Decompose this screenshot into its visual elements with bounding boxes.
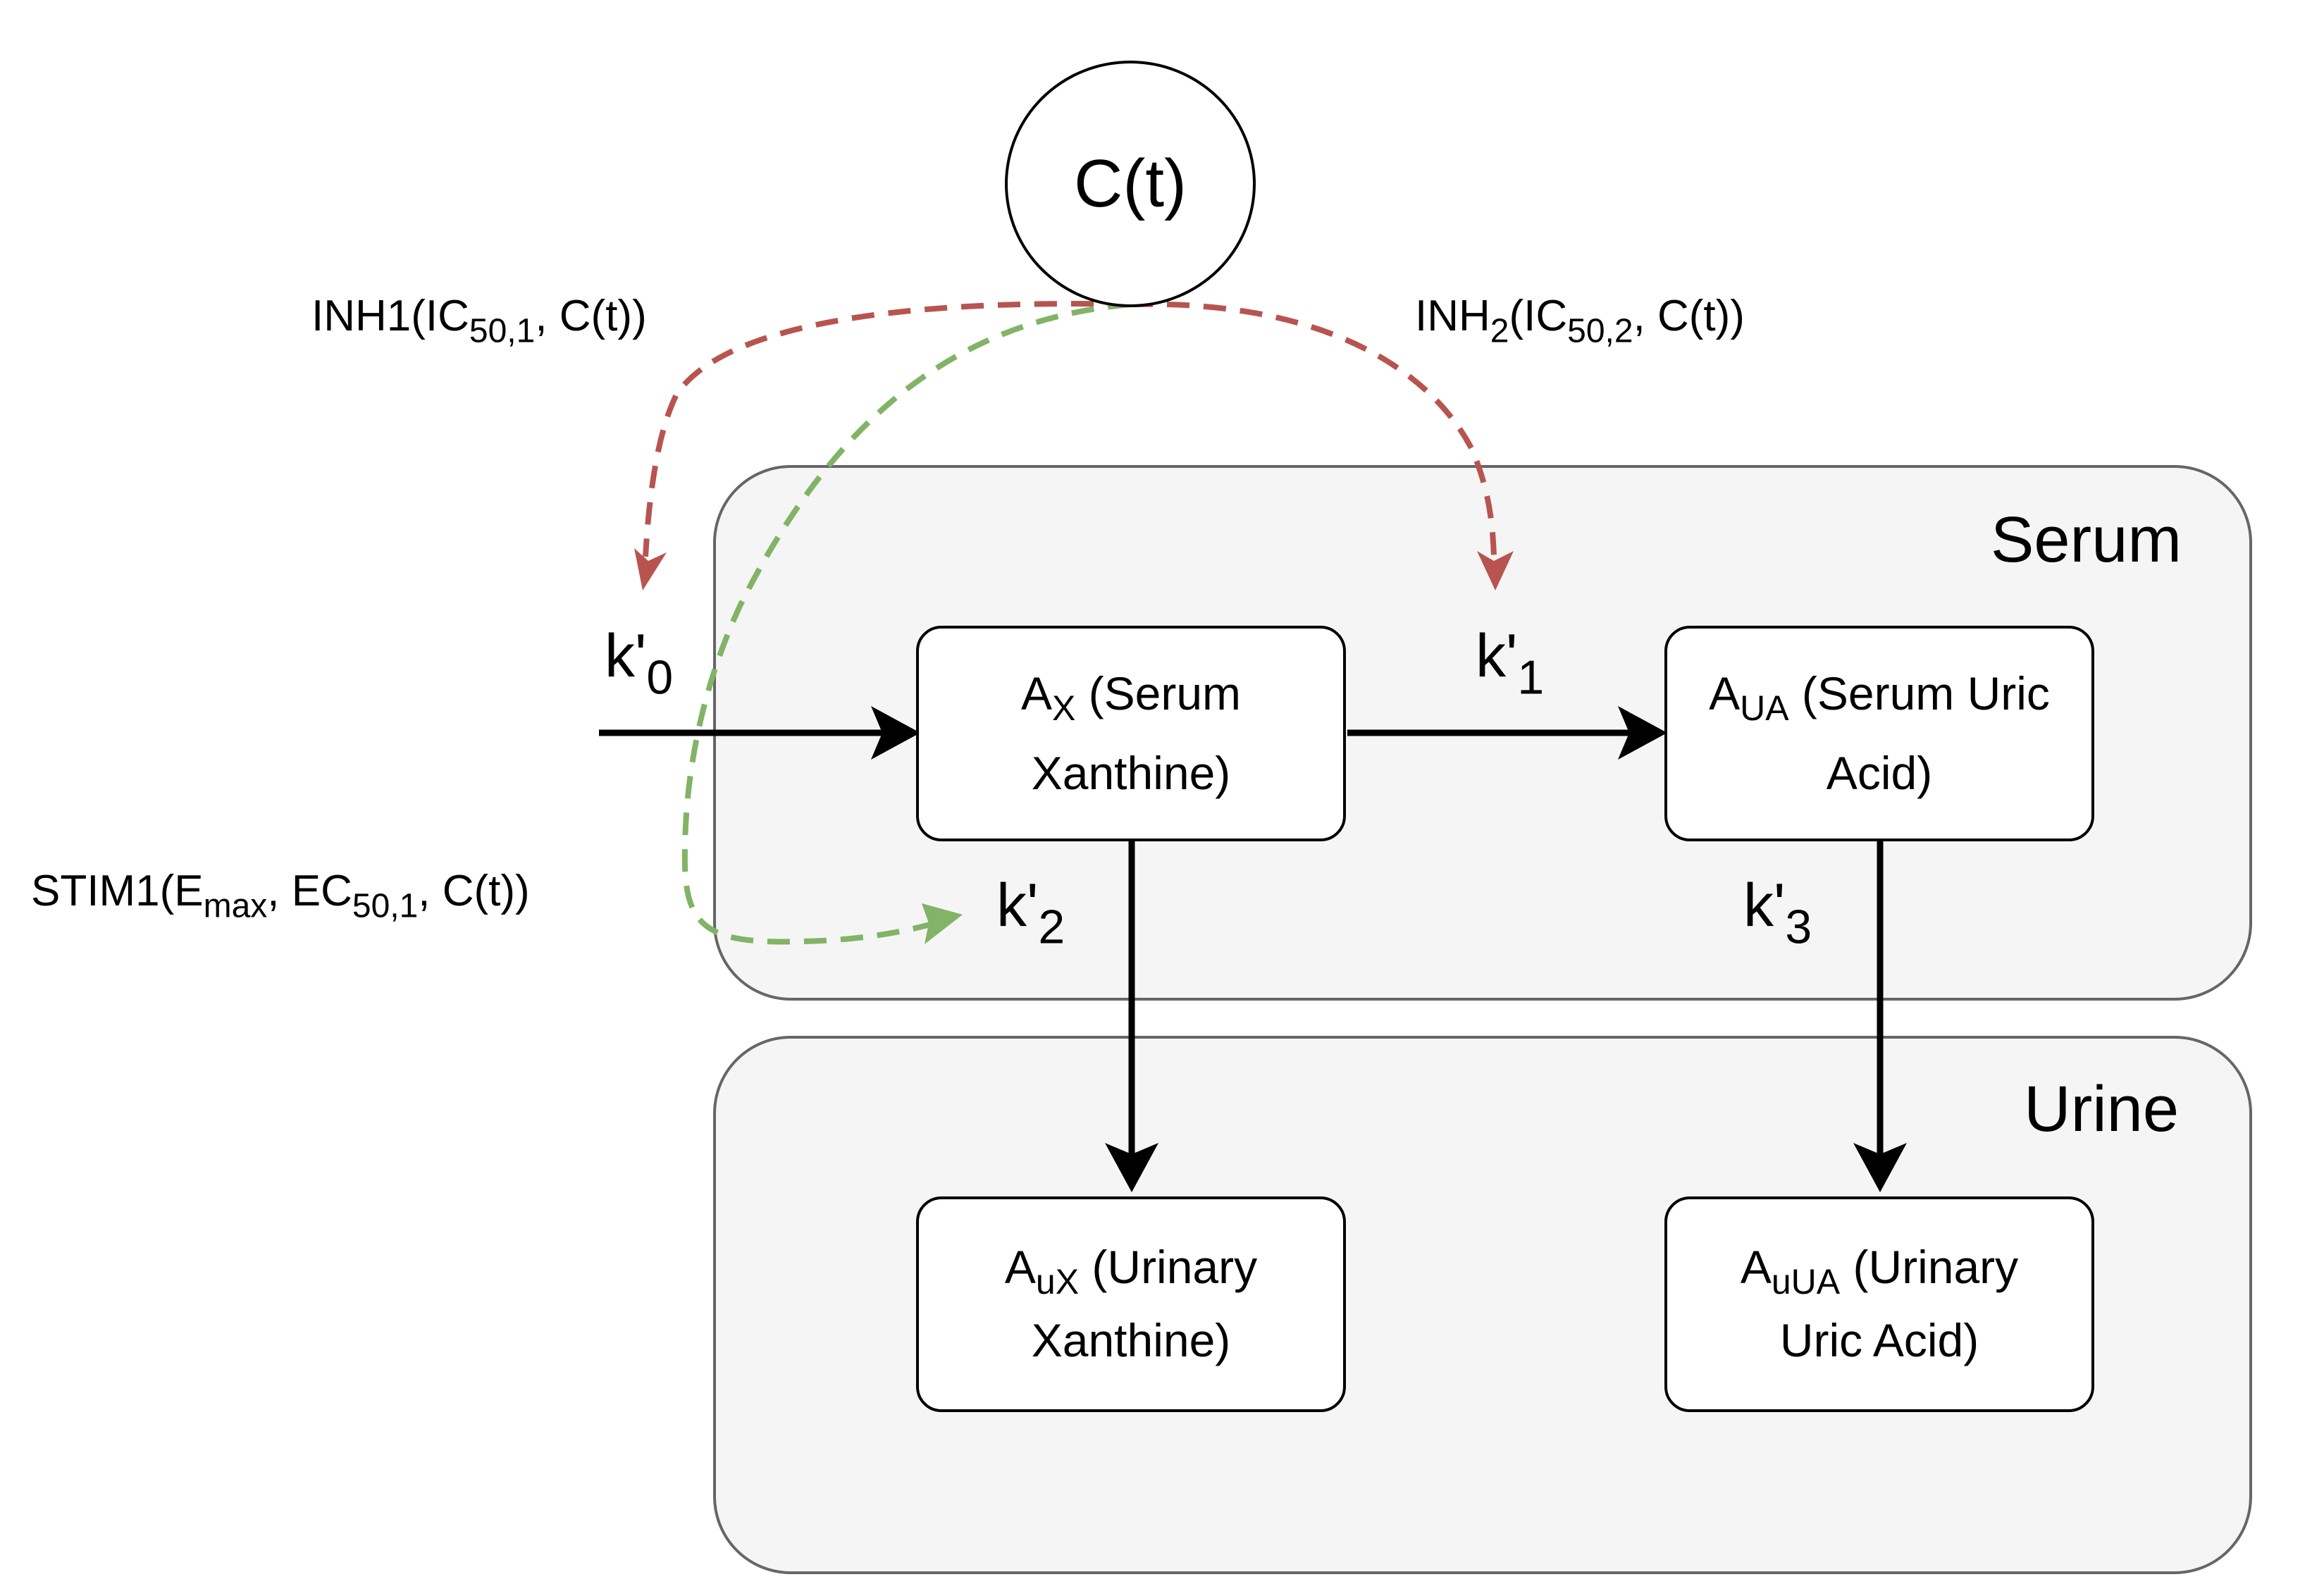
urinary-xanthine-line1: (Urinary xyxy=(1079,1240,1258,1293)
urinary-uric-acid-subscript: uUA xyxy=(1771,1261,1841,1301)
serum-uric-acid-line1: (Serum Uric xyxy=(1788,667,2050,719)
rate-k2-label: k'2 xyxy=(996,875,1065,951)
urine-compartment-label: Urine xyxy=(2024,1073,2179,1145)
stim1-effect-label: STIM1(Emax, EC50,1, C(t)) xyxy=(31,870,530,923)
serum-uric-acid-line2: Acid) xyxy=(1826,746,1933,799)
stim1-dashed-arrow xyxy=(681,302,1131,945)
urinary-uric-acid-line2: Uric Acid) xyxy=(1779,1314,1979,1367)
stim1-arrowhead xyxy=(922,903,963,944)
serum-compartment-label: Serum xyxy=(1991,504,2182,576)
inh2-subscript-1: 2 xyxy=(1490,312,1509,350)
inh1-suffix: , C(t)) xyxy=(535,292,647,340)
inh2-prefix: INH xyxy=(1415,292,1490,340)
serum-uric-acid-subscript: UA xyxy=(1740,688,1789,728)
serum-xanthine-symbol: A xyxy=(1020,667,1052,719)
rate-k3-base: k' xyxy=(1743,872,1786,939)
rate-k3-sub: 3 xyxy=(1785,900,1812,954)
inh1-subscript: 50,1 xyxy=(469,312,536,350)
urinary-xanthine-subscript: uX xyxy=(1035,1261,1080,1301)
rate-k1-sub: 1 xyxy=(1517,650,1545,705)
stim1-prefix: STIM1(E xyxy=(31,867,204,915)
inh1-arrowhead xyxy=(634,548,667,590)
inh1-dashed-arrow xyxy=(643,301,1131,557)
rate-k2-sub: 2 xyxy=(1038,900,1065,954)
rate-k0-base: k' xyxy=(605,622,647,690)
inh2-arrowhead xyxy=(1477,551,1514,590)
drug-concentration-label: C(t) xyxy=(1074,146,1187,221)
serum-xanthine-line1: (Serum xyxy=(1075,667,1242,719)
stim1-mid: , EC xyxy=(267,867,352,915)
stim1-suffix: , C(t)) xyxy=(418,867,530,915)
stim1-subscript-2: 50,1 xyxy=(352,887,419,925)
serum-xanthine-subscript: X xyxy=(1051,688,1076,728)
serum-xanthine-line2: Xanthine) xyxy=(1031,746,1231,799)
inh1-effect-label: INH1(IC50,1, C(t)) xyxy=(311,295,647,348)
rate-k0-label: k'0 xyxy=(605,626,673,701)
flow-arrowhead-k3 xyxy=(1853,1143,1907,1192)
serum-uric-acid-box: AUA (Serum Uric Acid) xyxy=(1664,626,2094,841)
inflow-arrowhead xyxy=(871,706,920,760)
drug-concentration-node: C(t) xyxy=(1005,61,1256,307)
urinary-uric-acid-symbol: A xyxy=(1740,1240,1772,1293)
rate-k1-base: k' xyxy=(1476,622,1518,690)
rate-k3-label: k'3 xyxy=(1743,875,1812,951)
inh2-subscript-2: 50,2 xyxy=(1567,312,1633,350)
inh1-prefix: INH1(IC xyxy=(311,292,469,340)
urinary-xanthine-box: AuX (Urinary Xanthine) xyxy=(916,1196,1346,1412)
flow-arrowhead-k2 xyxy=(1105,1143,1158,1192)
inh2-effect-label: INH2(IC50,2, C(t)) xyxy=(1415,295,1745,348)
rate-k0-sub: 0 xyxy=(646,650,674,705)
rate-k1-label: k'1 xyxy=(1476,626,1544,701)
urinary-xanthine-line2: Xanthine) xyxy=(1031,1314,1231,1367)
inh2-mid: (IC xyxy=(1509,292,1568,340)
inh2-dashed-arrow xyxy=(1130,301,1497,557)
stim1-subscript-1: max xyxy=(203,887,268,925)
urinary-uric-acid-line1: (Urinary xyxy=(1840,1240,2019,1293)
inh2-suffix: , C(t)) xyxy=(1633,292,1745,340)
urinary-uric-acid-box: AuUA (Urinary Uric Acid) xyxy=(1664,1196,2094,1412)
urinary-xanthine-symbol: A xyxy=(1004,1240,1036,1293)
serum-xanthine-box: AX (Serum Xanthine) xyxy=(916,626,1346,841)
serum-uric-acid-symbol: A xyxy=(1709,667,1741,719)
rate-k2-base: k' xyxy=(996,872,1039,939)
flow-arrowhead-k1 xyxy=(1618,706,1667,760)
